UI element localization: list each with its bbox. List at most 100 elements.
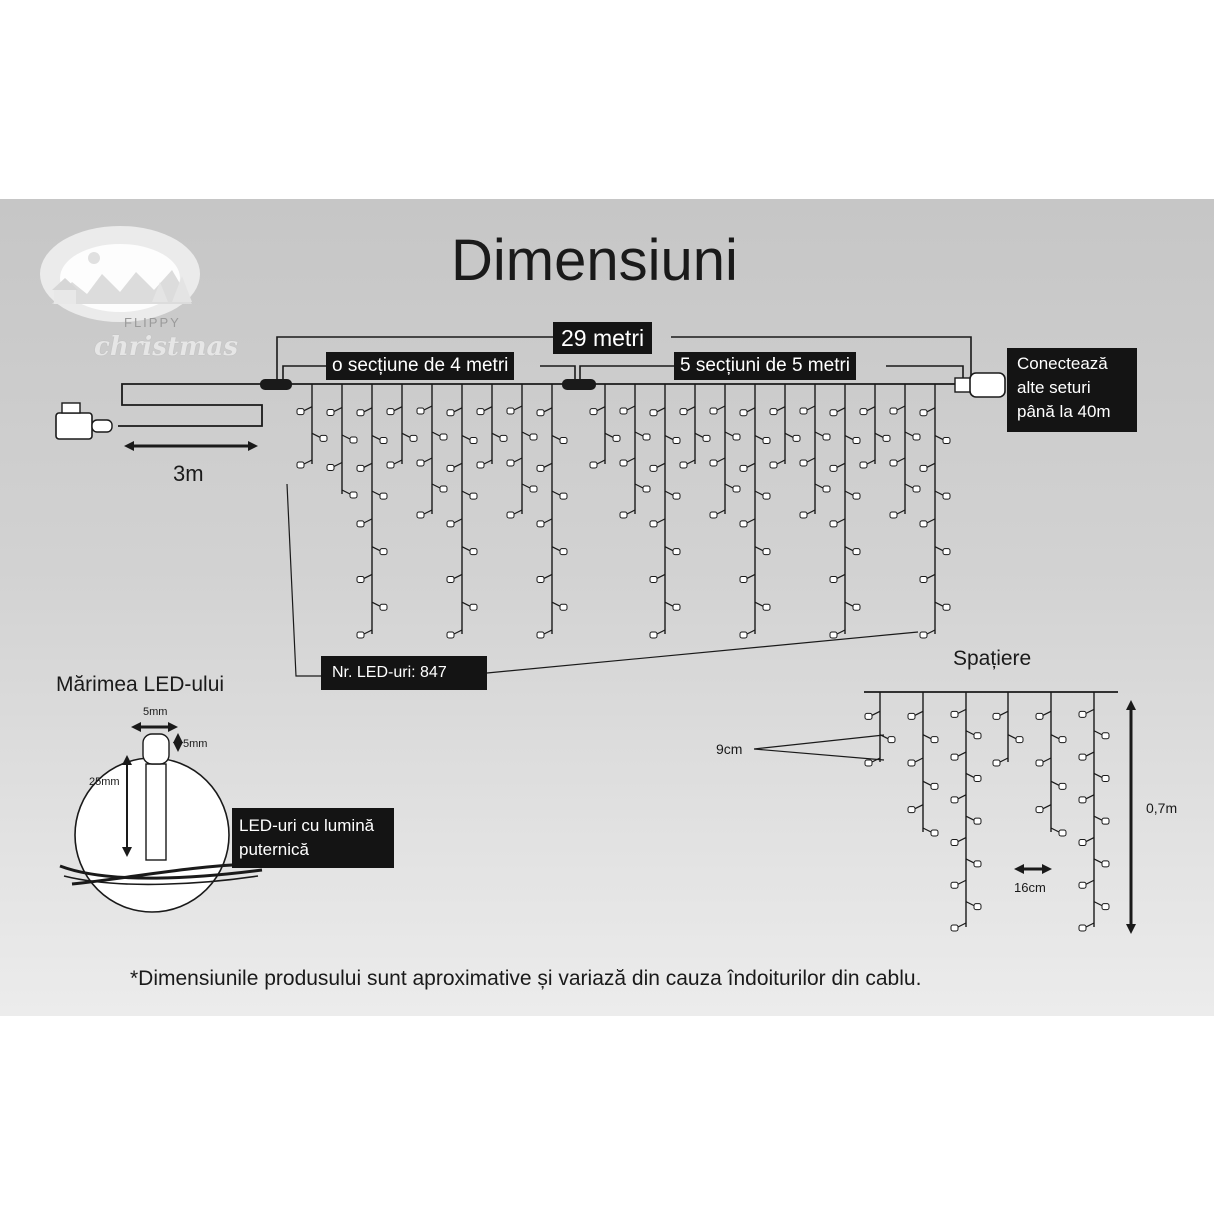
- led-bulb: [852, 548, 861, 556]
- led-bulb: [852, 437, 861, 445]
- led-width-arrow-head-left: [131, 722, 141, 732]
- led-bulb: [379, 492, 388, 500]
- spacing-drop-twig: [1093, 772, 1103, 778]
- horizontal-gap-arrow-head-right: [1042, 864, 1052, 874]
- led-height-arrow-head-top: [122, 755, 132, 765]
- icicle-drop-twig: [836, 629, 846, 635]
- icicle-drop-twig: [866, 406, 876, 412]
- icicle-drop-twig: [513, 509, 523, 515]
- led-bulb: [762, 548, 771, 556]
- led-bulb: [739, 575, 748, 583]
- icicle-drop-twig: [664, 435, 674, 441]
- icicle-drop-twig: [401, 432, 411, 438]
- icicle-drop-twig: [844, 546, 854, 552]
- led-bulb: [559, 548, 568, 556]
- icicle-drop-twig: [363, 629, 373, 635]
- led-bulb: [769, 461, 778, 469]
- connect-note: Conectează alte seturi până la 40m: [1007, 348, 1137, 432]
- led-bulb: [356, 575, 365, 583]
- section-a-bracket-left: [282, 365, 326, 382]
- led-bulb: [1078, 881, 1087, 889]
- led-bulb: [950, 753, 959, 761]
- led-bulb: [950, 839, 959, 847]
- led-bulb: [296, 461, 305, 469]
- connect-note-line2: alte seturi: [1017, 378, 1091, 397]
- led-height-arrow-head-bottom: [122, 847, 132, 857]
- spacing-drop-twig: [999, 710, 1009, 716]
- icicle-drop-twig: [926, 518, 936, 524]
- spacing-drop-twig: [871, 710, 881, 716]
- icicle-drop-twig: [896, 509, 906, 515]
- icicle-drop-twig: [664, 546, 674, 552]
- icicle-drop-twig: [836, 462, 846, 468]
- led-bulb: [379, 548, 388, 556]
- spacing-drop-twig: [957, 879, 967, 885]
- spacing-drop-twig: [1085, 708, 1095, 714]
- led-bulb: [446, 520, 455, 528]
- led-head-label: 5mm: [183, 738, 208, 750]
- led-bulb: [829, 575, 838, 583]
- led-bulb: [942, 548, 951, 556]
- led-bulb: [992, 759, 1001, 767]
- led-bulb: [469, 603, 478, 611]
- led-bulb: [1035, 806, 1044, 814]
- led-bulb: [619, 511, 628, 519]
- icicle-drop-twig: [746, 462, 756, 468]
- led-bulb: [356, 409, 365, 417]
- icicle-drop-twig: [746, 407, 756, 413]
- icicle-drop-twig: [491, 432, 501, 438]
- led-bulb: [536, 631, 545, 639]
- icicle-drop-twig: [746, 518, 756, 524]
- icicle-drop-twig: [724, 483, 734, 489]
- led-wire-1: [59, 864, 263, 880]
- icicle-drop-twig: [836, 518, 846, 524]
- led-count-leader-left: [286, 483, 321, 677]
- icicle-drop-twig: [724, 431, 734, 437]
- led-bulb: [709, 459, 718, 467]
- led-wire-3: [71, 862, 253, 886]
- icicle-drop-twig: [453, 629, 463, 635]
- icicle-drop-twig: [371, 435, 381, 441]
- led-bulb: [822, 485, 831, 493]
- icicle-drop-twig: [926, 407, 936, 413]
- brand-script: christmas: [94, 332, 238, 362]
- section-a-label: o secțiune de 4 metri: [326, 352, 515, 380]
- led-bulb: [973, 732, 982, 740]
- led-bulb: [919, 631, 928, 639]
- led-head: [142, 733, 170, 765]
- icicle-drop-twig: [746, 573, 756, 579]
- icicle-drop-twig: [896, 457, 906, 463]
- led-bulb: [919, 409, 928, 417]
- icicle-drop-twig: [836, 407, 846, 413]
- led-bulb: [589, 461, 598, 469]
- horizontal-gap-label: 16cm: [1014, 880, 1046, 895]
- led-bulb: [326, 409, 335, 416]
- icicle-drop-twig: [806, 405, 816, 411]
- led-caption: LED-uri cu lumină puternică: [232, 808, 394, 868]
- led-bulb: [319, 434, 328, 442]
- connect-note-line1: Conectează: [1017, 354, 1108, 373]
- icicle-drop-twig: [634, 431, 644, 437]
- spacing-drop-twig: [914, 710, 924, 716]
- icicle-drop-twig: [806, 509, 816, 515]
- spacing-drop-twig: [1093, 858, 1103, 864]
- led-bulb: [973, 774, 982, 782]
- icicle-drop-twig: [686, 406, 696, 412]
- icicle-drop-twig: [814, 431, 824, 437]
- led-bulb: [1058, 736, 1067, 744]
- icicle-drop-twig: [483, 459, 493, 465]
- spacing-drop-twig: [965, 772, 975, 778]
- led-bulb: [919, 575, 928, 583]
- led-bulb: [1035, 759, 1044, 767]
- icicle-drop-twig: [371, 601, 381, 607]
- brand-logo: FLIPPY christmas: [32, 212, 238, 372]
- led-bulb: [349, 436, 358, 444]
- led-bulb: [709, 511, 718, 519]
- led-bulb: [439, 433, 448, 441]
- led-bulb: [919, 520, 928, 528]
- led-bulb: [1058, 782, 1067, 790]
- led-bulb: [762, 603, 771, 611]
- led-bulb: [506, 511, 515, 519]
- led-bulb: [864, 759, 873, 767]
- led-bulb: [739, 409, 748, 417]
